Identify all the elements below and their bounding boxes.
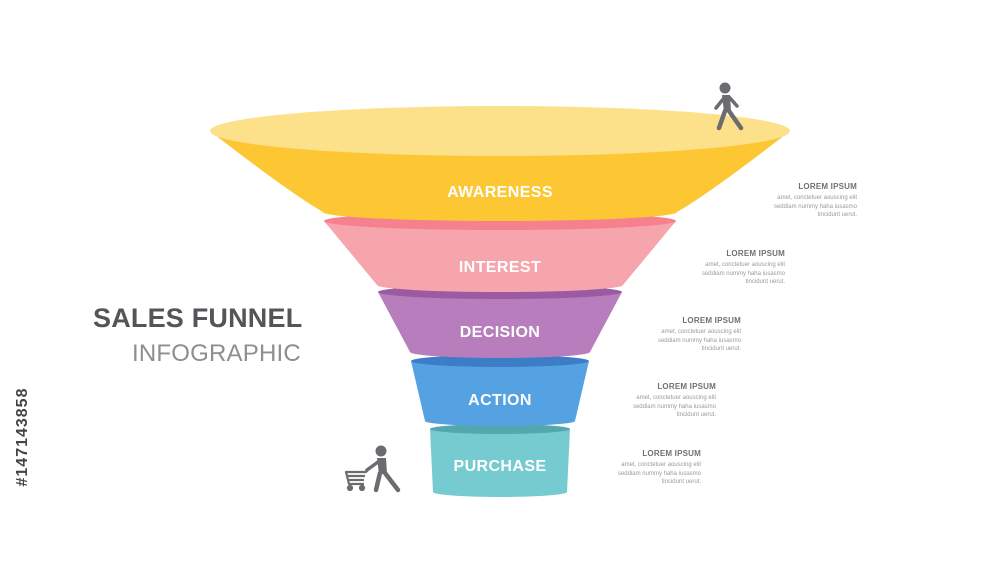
stage-label-action: ACTION [468, 392, 532, 409]
note-purchase: LOREM IPSUM amet, conctetuer aouscing el… [561, 449, 701, 487]
stage-label-awareness: AWARENESS [447, 184, 553, 201]
walking-person-icon [714, 82, 744, 131]
infographic-subtitle: INFOGRAPHIC [132, 340, 301, 367]
funnel-layer-top [210, 106, 790, 156]
note-action: LOREM IPSUM amet, conctetuer aouscing el… [576, 382, 716, 420]
stage-label-purchase: PURCHASE [454, 458, 547, 475]
note-interest: LOREM IPSUM amet, conctetuer aouscing el… [645, 249, 785, 287]
funnel-layer-awareness [210, 106, 790, 221]
note-title: LOREM IPSUM [657, 382, 716, 391]
note-awareness: LOREM IPSUM amet, conctetuer aouscing el… [717, 182, 857, 220]
funnel-layer-body [324, 221, 676, 292]
stock-image-id: #147143858 [14, 387, 31, 487]
person-with-cart-icon [344, 445, 401, 493]
stage-label-interest: INTEREST [459, 259, 541, 276]
infographic-title: SALES FUNNEL [93, 303, 303, 333]
funnel-layer-body [378, 292, 622, 358]
note-title: LOREM IPSUM [642, 449, 701, 458]
funnel-layer-interest [324, 212, 676, 292]
note-title: LOREM IPSUM [798, 182, 857, 191]
funnel-layer-top [430, 424, 570, 434]
funnel-layer-decision [378, 285, 622, 358]
funnel-layer-purchase [430, 424, 570, 497]
funnel-layer-body [411, 361, 589, 426]
note-title: LOREM IPSUM [726, 249, 785, 258]
funnel-layer-body [210, 131, 790, 221]
shopping-cart-icon [344, 469, 369, 492]
stage-label-decision: DECISION [460, 324, 541, 341]
funnel-layer-action [411, 355, 589, 426]
funnel-layer-body [430, 429, 570, 497]
note-decision: LOREM IPSUM amet, conctetuer aouscing el… [601, 316, 741, 354]
note-title: LOREM IPSUM [682, 316, 741, 325]
funnel-layer-top [411, 355, 589, 367]
